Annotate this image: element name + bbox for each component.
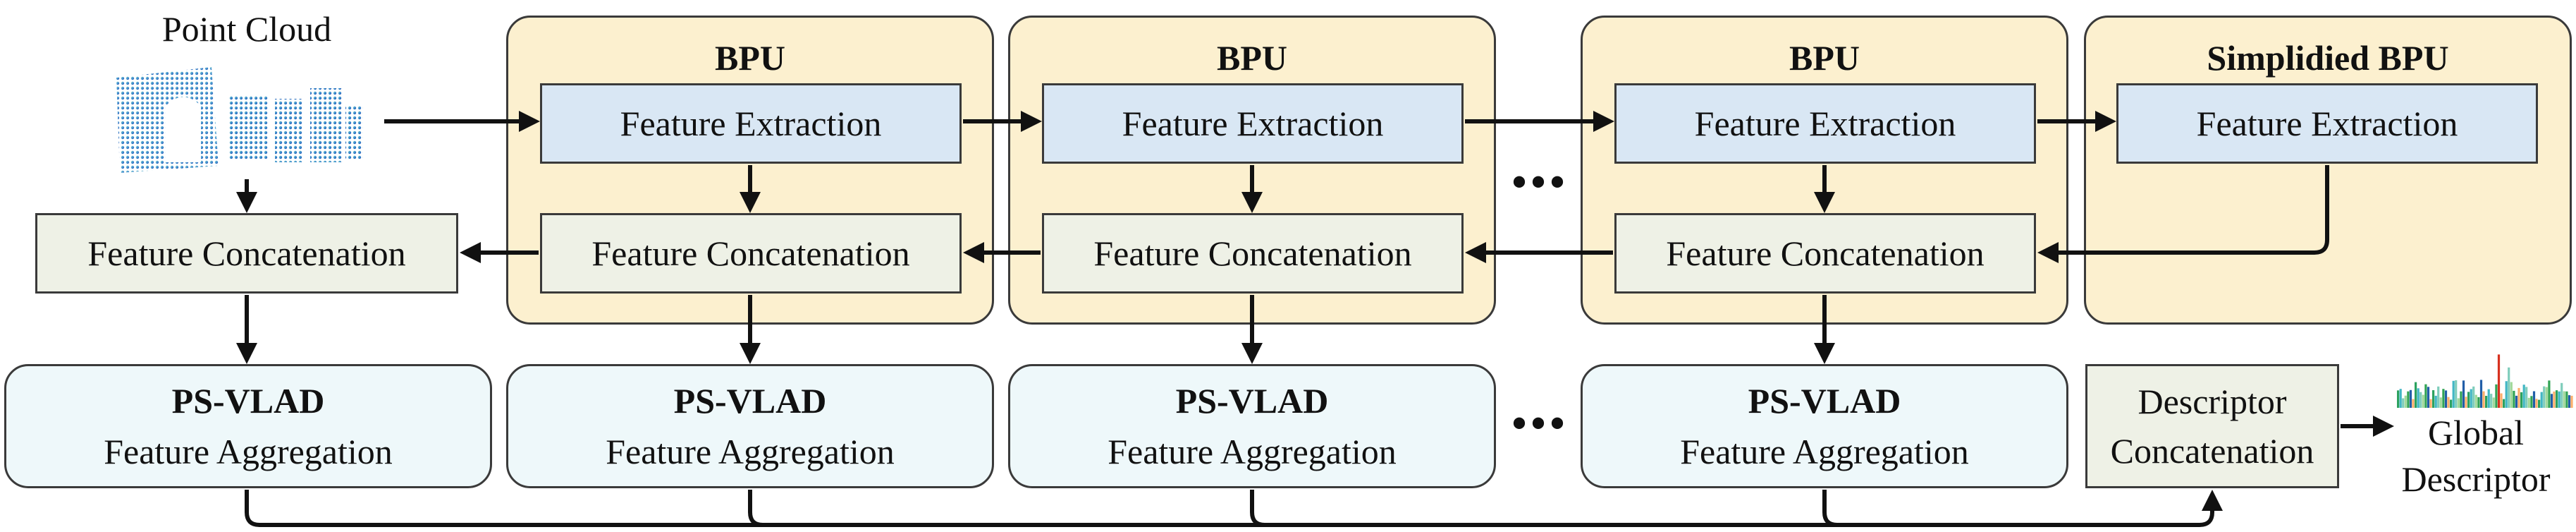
global-descriptor-line2: Descriptor (2401, 459, 2551, 499)
descriptor-concatenation-line2: Concatenation (2110, 431, 2314, 471)
psvlad-block: PS-VLAD Feature Aggregation (1581, 364, 2068, 488)
feature-extraction-box: Feature Extraction (540, 83, 962, 164)
point-cloud-image (116, 67, 363, 173)
point-cloud-label: Point Cloud (161, 9, 332, 49)
bpu-title: BPU (1789, 38, 1860, 78)
ellipsis: ••• (1511, 159, 1569, 205)
global-descriptor-histogram (2397, 354, 2573, 408)
bpu-title: BPU (715, 38, 785, 78)
descriptor-concatenation-line1: Descriptor (2138, 382, 2287, 421)
psvlad-block: PS-VLAD Feature Aggregation (4, 364, 492, 488)
feature-extraction-box: Feature Extraction (1614, 83, 2036, 164)
bpu-title: Simplidied BPU (2207, 38, 2449, 78)
descriptor-concatenation-box: Descriptor Concatenation (2085, 364, 2339, 488)
psvlad-title: PS-VLAD (673, 381, 827, 421)
psvlad-subtitle: Feature Aggregation (104, 432, 393, 471)
global-descriptor-label: Global Descriptor (2376, 409, 2576, 502)
feature-extraction-box: Feature Extraction (2116, 83, 2538, 164)
feature-concatenation-box: Feature Concatenation (35, 213, 458, 294)
psvlad-title: PS-VLAD (1748, 381, 1901, 421)
psvlad-block: PS-VLAD Feature Aggregation (506, 364, 994, 488)
ellipsis: ••• (1511, 400, 1569, 447)
psvlad-title: PS-VLAD (1175, 381, 1329, 421)
psvlad-subtitle: Feature Aggregation (606, 432, 895, 471)
global-descriptor-line1: Global (2427, 413, 2525, 452)
feature-concatenation-box: Feature Concatenation (1614, 213, 2036, 294)
psvlad-block: PS-VLAD Feature Aggregation (1008, 364, 1496, 488)
bpu-title: BPU (1217, 38, 1287, 78)
feature-concatenation-box: Feature Concatenation (1042, 213, 1464, 294)
feature-concatenation-box: Feature Concatenation (540, 213, 962, 294)
psvlad-title: PS-VLAD (171, 381, 325, 421)
psvlad-subtitle: Feature Aggregation (1108, 432, 1397, 471)
psvlad-subtitle: Feature Aggregation (1680, 432, 1969, 471)
feature-extraction-box: Feature Extraction (1042, 83, 1464, 164)
